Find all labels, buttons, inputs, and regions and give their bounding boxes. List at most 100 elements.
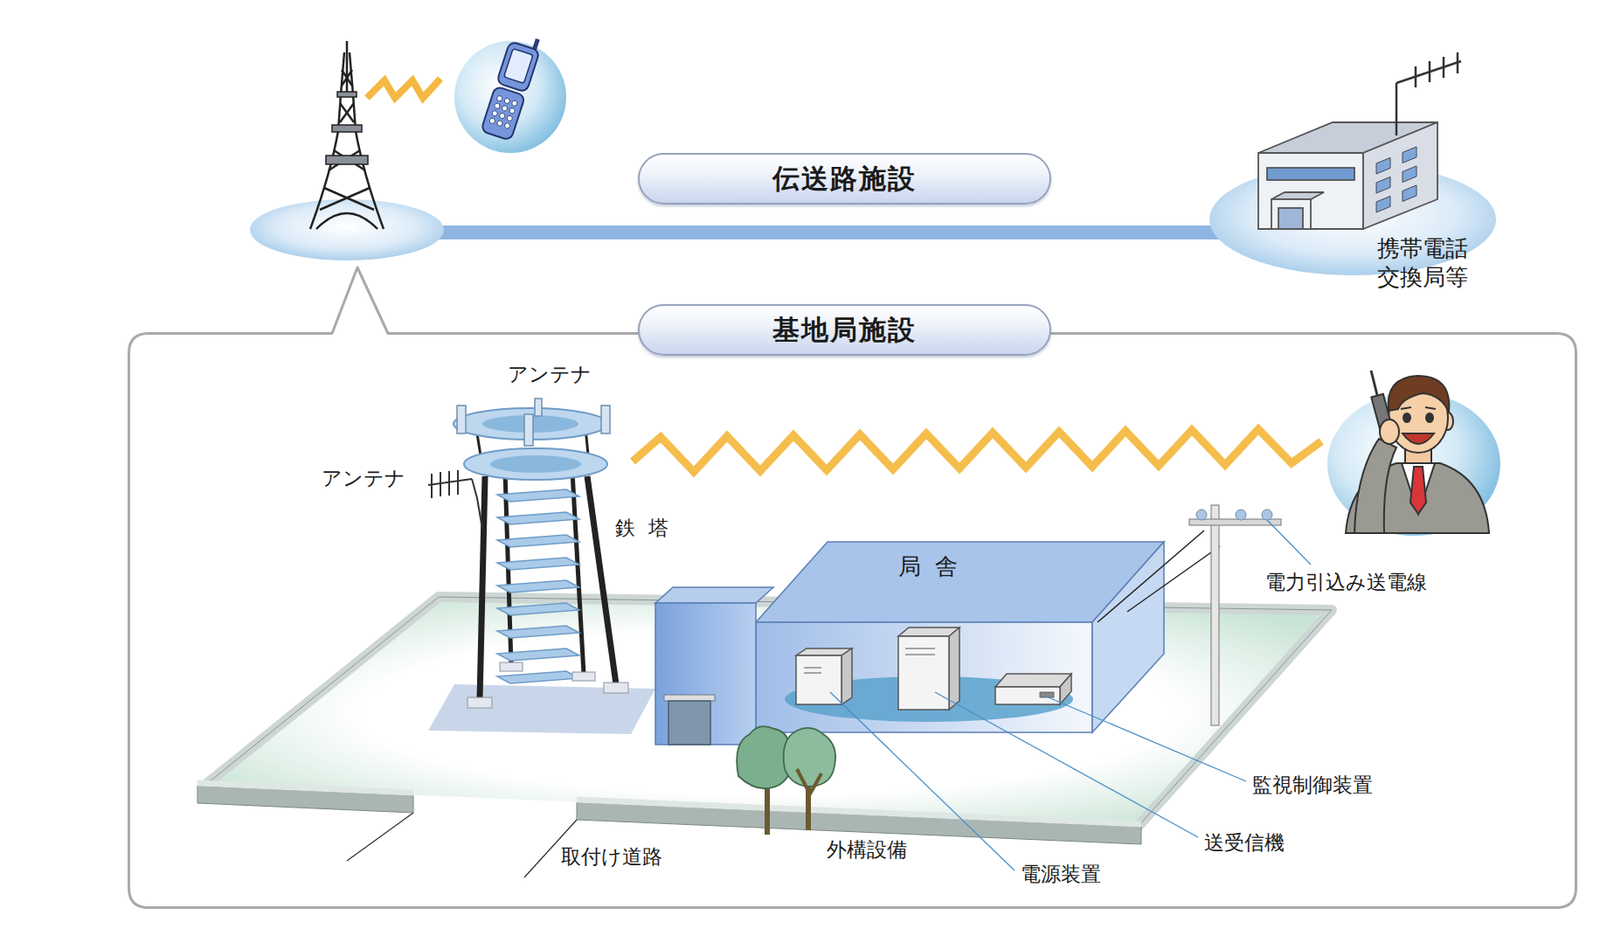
antenna-element (1442, 56, 1446, 78)
phone-keys (489, 95, 519, 130)
insulator (1235, 509, 1247, 520)
tower-foot (603, 682, 629, 693)
tower-ring-inner (490, 455, 582, 473)
annex-front (655, 602, 756, 745)
tower-brace (339, 103, 354, 123)
tower-brace (341, 69, 353, 86)
power-unit (796, 648, 852, 705)
window (1376, 176, 1391, 194)
insulators (1196, 509, 1273, 520)
node-label: 携帯電話 交換局等 (1373, 234, 1472, 291)
tower-plate (497, 625, 580, 638)
annex-door (668, 700, 711, 745)
entrance-door (1278, 207, 1303, 229)
heading-pill: 基地局施設 (637, 304, 1052, 356)
part-label: アンテナ (321, 465, 406, 492)
phone-top (496, 41, 541, 93)
tower-deck (332, 124, 362, 132)
radio-wave (367, 78, 441, 98)
heading-text: 伝送路施設 (772, 160, 917, 198)
phone-key (491, 110, 499, 118)
necktie (1410, 466, 1427, 514)
part-label: アンテナ (507, 361, 592, 388)
tower-base-ellipse (249, 199, 444, 261)
leader-lines (830, 519, 1311, 871)
roof-antenna (1396, 52, 1462, 136)
tower-foot (467, 697, 492, 708)
tower-back-legs (505, 471, 584, 674)
power-line (1097, 530, 1205, 623)
window (1402, 146, 1417, 164)
frame-outline (127, 332, 1578, 909)
antenna-mast (1395, 83, 1399, 136)
phone-key (498, 112, 506, 120)
hand (1379, 419, 1400, 444)
antenna-boom (1396, 61, 1462, 84)
yagi-element (457, 470, 459, 495)
flip-phone (480, 31, 543, 141)
phone-key (504, 122, 512, 130)
tower-deck (325, 155, 368, 165)
tower-plates (497, 489, 580, 684)
phone-key (508, 107, 516, 115)
phone-key (496, 95, 504, 103)
antenna-element (1428, 61, 1432, 83)
heading-text: 基地局施設 (772, 311, 917, 349)
phone-bubble (454, 41, 567, 153)
tower-leg (572, 471, 584, 674)
eye (1426, 413, 1434, 423)
part-label: 取付け道路 (561, 844, 663, 870)
tower-foot (499, 662, 523, 672)
shirt (1401, 463, 1435, 514)
tree-branch (796, 768, 822, 797)
exchange-label: 携帯電話 交換局等 (1373, 234, 1472, 291)
tower-brace (341, 69, 353, 86)
part-label: 監視制御装置 (1252, 772, 1373, 798)
tower-arch (316, 213, 378, 229)
yagi-antenna (428, 470, 483, 529)
tower-plate (497, 648, 580, 661)
entrance (1271, 199, 1311, 229)
building-side (1363, 122, 1438, 229)
window-band (1267, 167, 1355, 181)
tower-foot (572, 671, 596, 681)
eyebrows (1400, 407, 1436, 409)
tower-brace (319, 187, 370, 210)
panel-antennas (457, 398, 610, 446)
side-windows (1376, 146, 1417, 213)
utility-pole (1211, 505, 1220, 726)
frame-border (129, 267, 1577, 908)
tower-leg (310, 52, 345, 229)
insulator (1261, 509, 1273, 520)
front-wall-top (576, 799, 1142, 825)
box-side (841, 648, 852, 705)
tower-plate (497, 580, 580, 593)
part-label: 外構設備 (826, 837, 908, 863)
control-unit (995, 673, 1072, 705)
yagi-element (439, 471, 442, 497)
box-front (898, 636, 949, 710)
tower-plate (497, 602, 580, 616)
door-canopy (664, 694, 715, 701)
part-label: 送受信機 (1204, 830, 1285, 856)
tower-plate (497, 489, 580, 502)
tower-ring (464, 448, 608, 480)
arm (1354, 438, 1397, 534)
building-front (755, 622, 1093, 733)
tree-trunk (764, 782, 770, 835)
yagi-element (448, 470, 451, 496)
leader-line (1044, 695, 1247, 782)
leader-line (1267, 519, 1311, 565)
front-wall-top (197, 782, 414, 793)
part-label: 局 舎 (898, 552, 962, 582)
phone-screen (504, 48, 534, 84)
box-vent (905, 648, 936, 650)
hair (1388, 375, 1450, 413)
phone-key (496, 119, 504, 127)
part-label: 電力引込み送電線 (1265, 569, 1427, 596)
radio-wave (632, 429, 1322, 472)
window (1402, 185, 1417, 202)
trees (736, 726, 836, 835)
tower-front-legs (479, 476, 617, 700)
